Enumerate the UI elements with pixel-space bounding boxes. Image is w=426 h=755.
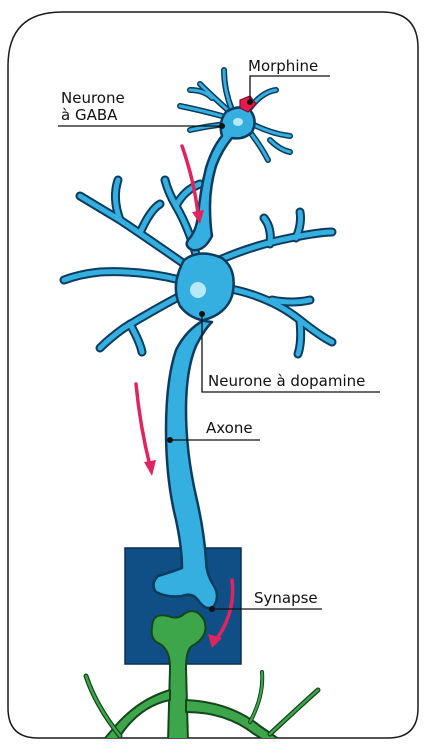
label-gaba-line2: à GABA bbox=[61, 106, 117, 124]
label-axone: Axone bbox=[206, 419, 253, 437]
label-synapse: Synapse bbox=[254, 589, 318, 607]
gaba-nucleus bbox=[233, 118, 243, 126]
dopamine-nucleus bbox=[190, 282, 206, 298]
label-dopamine: Neurone à dopamine bbox=[208, 372, 365, 390]
label-morphine: Morphine bbox=[248, 57, 318, 75]
label-gaba-line1: Neurone bbox=[61, 89, 125, 107]
